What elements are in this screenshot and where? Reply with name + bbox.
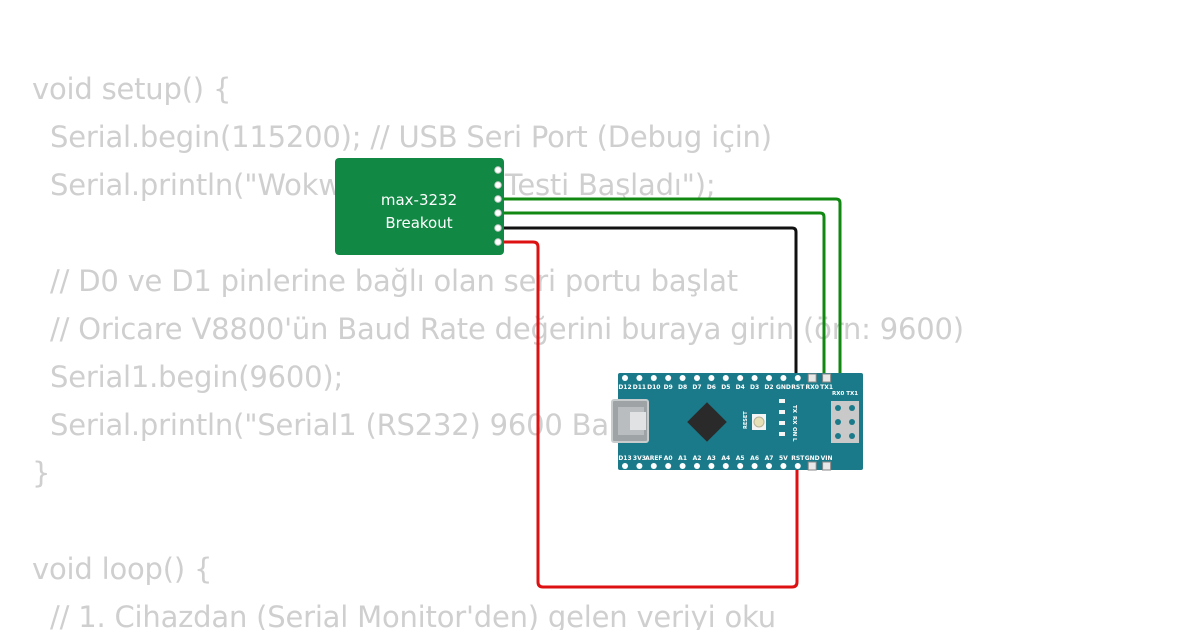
nano-pin-label: D6	[707, 384, 716, 391]
nano-pin-d12[interactable]	[622, 375, 628, 381]
nano-pin-label: A3	[707, 455, 716, 462]
wire-red-5v[interactable]	[498, 240, 799, 589]
nano-pin-label: RX0	[805, 384, 818, 391]
nano-pin-a5[interactable]	[737, 463, 744, 469]
nano-pin-tx1[interactable]	[822, 373, 832, 383]
nano-pin-rst[interactable]	[794, 463, 801, 469]
reset-button[interactable]	[752, 414, 766, 430]
nano-pin-vin[interactable]	[822, 461, 832, 471]
nano-pin-label: TX1	[820, 384, 833, 391]
nano-pin-rx0[interactable]	[807, 373, 817, 383]
nano-pin-d13[interactable]	[622, 463, 628, 469]
nano-pin-a2[interactable]	[694, 463, 700, 469]
nano-pin-d5[interactable]	[722, 375, 729, 381]
code-line: void setup() {	[32, 72, 232, 106]
nano-pin-a3[interactable]	[708, 463, 715, 469]
module-pins	[494, 166, 502, 246]
rx-tx-header-label: RX0 TX1	[832, 391, 858, 397]
nano-pin-label: D13	[618, 455, 631, 462]
module-pin[interactable]	[494, 181, 502, 189]
nano-pin-label: A0	[664, 455, 673, 462]
nano-pin-d4[interactable]	[737, 375, 744, 381]
nano-pin-a1[interactable]	[679, 463, 686, 469]
nano-pin-d10[interactable]	[650, 375, 657, 381]
module-pin[interactable]	[494, 166, 502, 174]
module-label-line1: max-3232	[381, 191, 457, 209]
mcu-chip	[687, 402, 727, 442]
module-pin[interactable]	[494, 209, 502, 217]
nano-pin-d11[interactable]	[636, 375, 643, 381]
nano-pin-label: GND	[805, 455, 820, 462]
nano-pin-d9[interactable]	[665, 375, 672, 381]
nano-pin-5v[interactable]	[780, 463, 787, 469]
code-line: }	[32, 456, 51, 490]
led-label-rx: RX	[791, 416, 797, 425]
wire-green-1[interactable]	[498, 197, 842, 378]
nano-pin-label: D12	[618, 384, 631, 391]
nano-pin-label: A4	[721, 455, 730, 462]
nano-pin-label: RST	[791, 384, 805, 391]
nano-pin-d2[interactable]	[766, 375, 772, 381]
wires	[498, 197, 842, 589]
code-line: // 1. Cihazdan (Serial Monitor'den) gele…	[32, 600, 776, 630]
nano-pin-gnd[interactable]	[807, 461, 817, 471]
led-label-tx: TX	[791, 405, 797, 414]
nano-pin-label: 5V	[779, 455, 788, 462]
nano-pin-a6[interactable]	[751, 463, 758, 469]
nano-pin-label: D3	[750, 384, 759, 391]
code-line: // D0 ve D1 pinlerine bağlı olan seri po…	[32, 264, 738, 298]
nano-pin-label: D4	[736, 384, 745, 391]
nano-pin-label: A7	[765, 455, 774, 462]
reset-label: RESET	[743, 411, 749, 429]
nano-pin-d8[interactable]	[679, 375, 686, 381]
nano-pin-label: RST	[791, 455, 805, 462]
nano-pin-a4[interactable]	[722, 463, 729, 469]
nano-pin-label: D7	[692, 384, 701, 391]
nano-pin-label: D9	[664, 384, 673, 391]
status-leds	[779, 399, 785, 436]
nano-pin-label: D8	[678, 384, 687, 391]
code-line: // Oricare V8800'ün Baud Rate değerini b…	[32, 312, 964, 346]
module-pin[interactable]	[494, 195, 502, 203]
nano-pin-3v3[interactable]	[636, 463, 643, 469]
nano-pin-label: 3V3	[633, 455, 646, 462]
nano-pin-aref[interactable]	[650, 463, 657, 469]
nano-pin-a0[interactable]	[665, 463, 672, 469]
max3232-breakout[interactable]: max-3232 Breakout	[335, 158, 504, 255]
nano-pin-label: A1	[678, 455, 687, 462]
nano-pin-d3[interactable]	[751, 375, 758, 381]
nano-pin-label: AREF	[645, 455, 662, 462]
nano-pin-label: D2	[764, 384, 773, 391]
wire-green-2[interactable]	[498, 211, 826, 378]
module-pin[interactable]	[494, 224, 502, 232]
nano-pin-label: A5	[736, 455, 745, 462]
code-line: Serial.begin(115200); // USB Seri Port (…	[32, 120, 772, 154]
led-label-l: L	[791, 438, 797, 442]
nano-pin-d7[interactable]	[694, 375, 700, 381]
nano-pin-label: A2	[693, 455, 702, 462]
nano-pin-gnd[interactable]	[780, 375, 787, 381]
led-labels: TX RX ONL	[791, 405, 797, 442]
nano-pin-label: D11	[633, 384, 646, 391]
module-label-line2: Breakout	[385, 214, 452, 232]
nano-pin-label: GND	[776, 384, 791, 391]
nano-pin-label: D10	[647, 384, 660, 391]
nano-pin-label: VIN	[821, 455, 833, 462]
code-line: void loop() {	[32, 552, 213, 586]
nano-pin-rst[interactable]	[794, 375, 801, 381]
nano-pin-a7[interactable]	[766, 463, 772, 469]
wire-black-gnd[interactable]	[498, 226, 798, 378]
icsp-header	[831, 401, 859, 443]
led-label-on: ON	[791, 427, 797, 437]
module-pin[interactable]	[494, 238, 502, 246]
code-line: Serial1.begin(9600);	[32, 360, 344, 394]
nano-pin-label: D5	[721, 384, 730, 391]
nano-pin-label: A6	[750, 455, 759, 462]
nano-pin-d6[interactable]	[708, 375, 715, 381]
